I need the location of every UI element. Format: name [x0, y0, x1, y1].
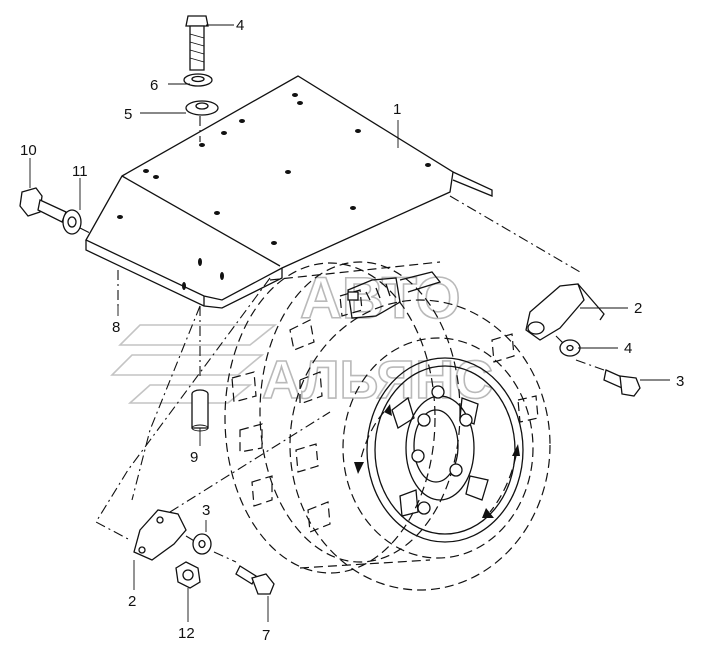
- callout-labels: 4 6 5 1 10 11 2 4 3 8 9 3 2 12 7: [20, 17, 684, 644]
- nut-12: [175, 561, 201, 589]
- callout-9: 9: [190, 449, 198, 466]
- bolt-10: [19, 187, 67, 223]
- callout-6: 5: [124, 106, 132, 123]
- lock-washer-7: [183, 73, 213, 87]
- watermark-emblem: [110, 324, 278, 404]
- callout-2-lower: 2: [128, 593, 136, 610]
- callout-4-lower: 3: [202, 502, 210, 519]
- callout-11: 11: [72, 163, 88, 180]
- callout-3-right: 3: [676, 373, 684, 390]
- plate-holes: [117, 93, 431, 290]
- bracket-2-right: [525, 283, 605, 341]
- callout-2-right: 2: [634, 300, 642, 317]
- callout-8: 8: [112, 319, 120, 336]
- bracket-2-lower: [133, 509, 187, 561]
- bolt-3-lower: [235, 565, 275, 595]
- assembly-guide-lines: [95, 195, 605, 563]
- washer-4-lower: [192, 533, 212, 555]
- bolt-3-right: [603, 369, 641, 397]
- flat-washer-6: [185, 100, 219, 116]
- hub-bracket: [347, 271, 442, 319]
- callout-3-lower: 7: [262, 627, 270, 644]
- callout-1: 1: [393, 101, 401, 118]
- callout-10: 10: [20, 142, 37, 159]
- spacer-sleeve-9: [191, 389, 209, 432]
- wheel-nuts: [411, 385, 473, 515]
- mounting-plate: [85, 75, 493, 309]
- rotation-arrows: [354, 404, 520, 518]
- axis-line-10: [79, 227, 93, 235]
- wheel-assembly: [224, 261, 551, 591]
- watermark-line1: АВТО: [300, 266, 461, 331]
- callout-12: 12: [178, 625, 195, 642]
- callout-4-right: 4: [624, 340, 632, 357]
- tire-tread-blocks: [231, 289, 539, 533]
- washer-11: [62, 209, 82, 235]
- callout-5: 4: [236, 17, 244, 34]
- washer-4-right: [559, 339, 581, 357]
- leader-lines: [29, 24, 670, 622]
- bolt-5: [185, 15, 209, 71]
- callout-7: 6: [150, 77, 158, 94]
